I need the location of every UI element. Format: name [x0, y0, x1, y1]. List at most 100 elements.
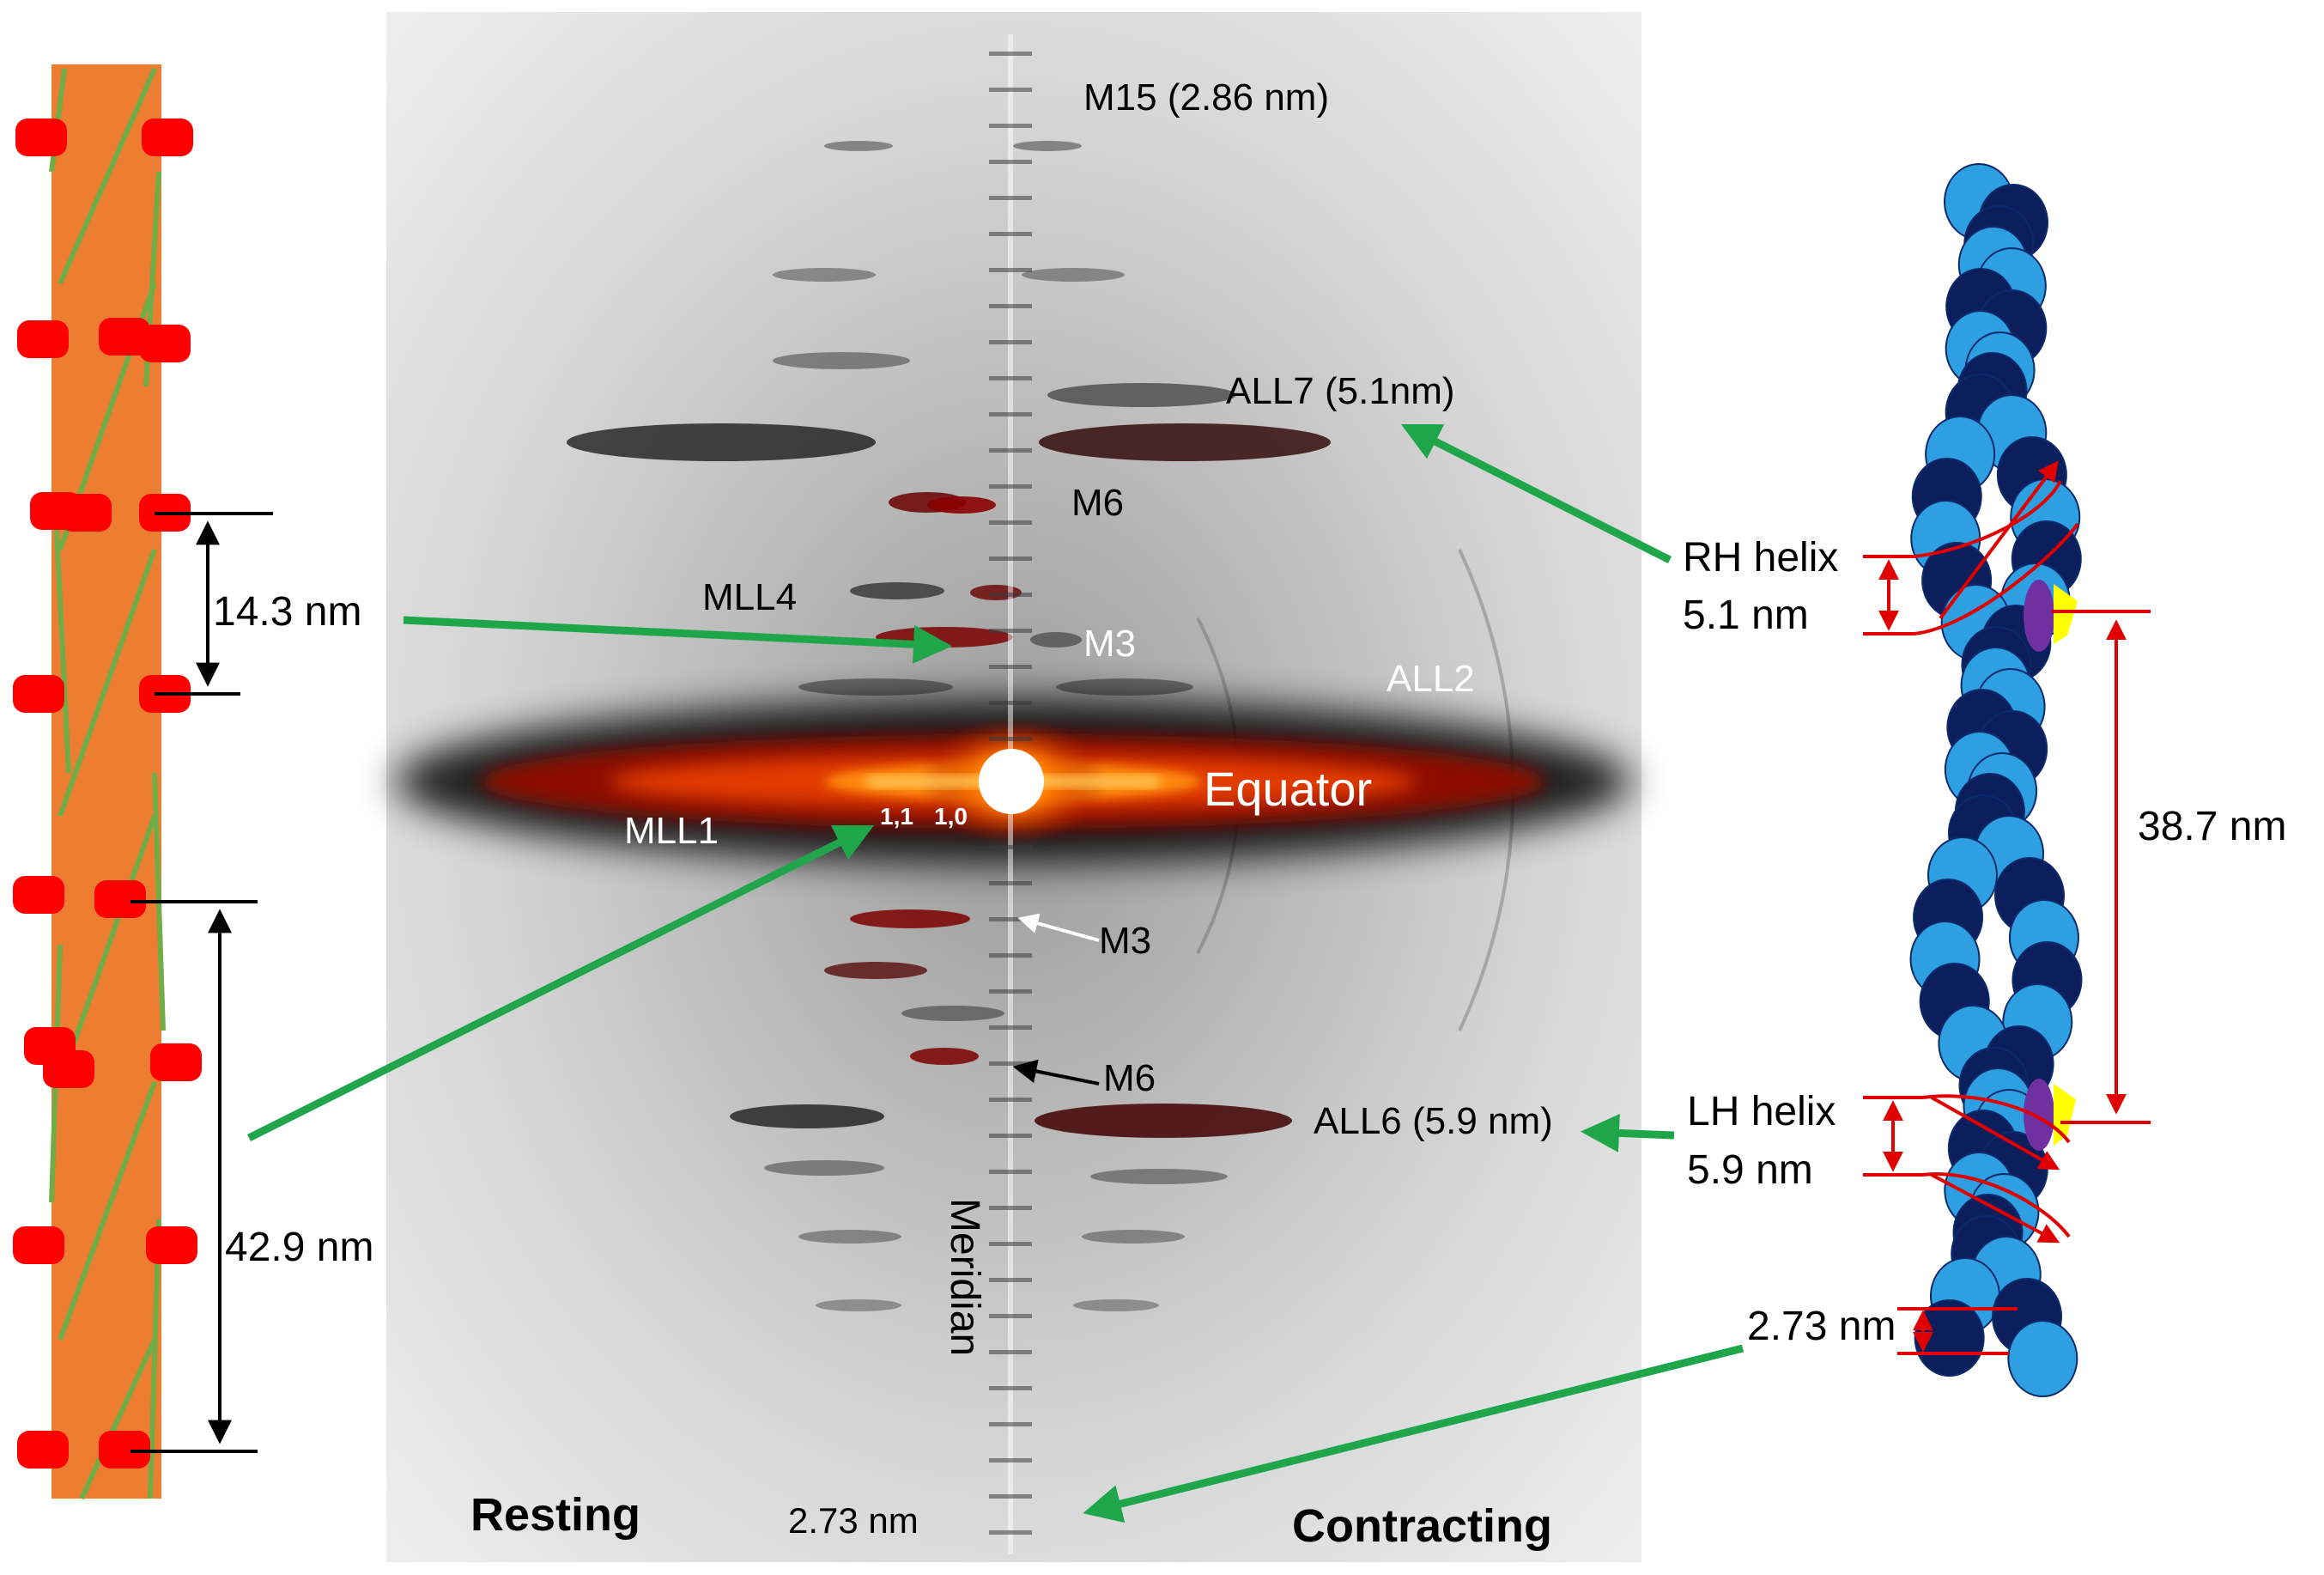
troponin-top	[2024, 580, 2054, 652]
layer-line-streak	[901, 1006, 1004, 1021]
meridian-reflection	[989, 412, 1032, 417]
meridian-reflection	[989, 268, 1032, 272]
arrow-rise-to-bottom	[1083, 1344, 1745, 1523]
myosin-head	[142, 119, 193, 156]
myosin-head	[17, 1431, 69, 1469]
meridian-reflection	[989, 1530, 1032, 1535]
layer-line-streak	[850, 909, 970, 928]
meridian-reflection	[989, 665, 1032, 669]
meridian-reflection	[989, 304, 1032, 308]
meridian-reflection	[989, 737, 1032, 741]
label-rise-2-73: 2.73 nm	[1747, 1304, 1896, 1349]
meridian-reflection	[989, 1098, 1032, 1102]
meridian-reflection	[989, 196, 1032, 200]
label-all7: ALL7 (5.1nm)	[1226, 370, 1455, 412]
meridian-reflections	[989, 52, 1032, 1535]
label-spacing-42-9: 42.9 nm	[225, 1225, 373, 1270]
arrow-14-3-to-m3	[403, 616, 952, 664]
meridian-reflection	[989, 1061, 1032, 1066]
label-resting: Resting	[470, 1489, 640, 1541]
label-rh-helix-value: 5.1 nm	[1683, 593, 1809, 638]
label-mll1: MLL1	[624, 810, 719, 852]
myosin-head	[43, 1050, 94, 1088]
meridian-reflection	[989, 1170, 1032, 1174]
layer-line-streak	[567, 423, 876, 461]
label-mll4: MLL4	[702, 576, 797, 618]
arrow-m3-bottom	[1017, 913, 1100, 942]
layer-line-streak	[1073, 1299, 1159, 1311]
myosin-head	[13, 675, 64, 713]
meridian-reflection	[989, 232, 1032, 236]
actin-monomers	[1909, 163, 2083, 1397]
thick-filament-backbone	[52, 64, 161, 1499]
myosin-head	[13, 1226, 64, 1264]
layer-line-streak	[1035, 1104, 1292, 1138]
layer-line-streak	[730, 1104, 884, 1128]
myosin-head	[150, 1043, 202, 1081]
layer-line-streak	[1022, 268, 1125, 282]
label-equator: Equator	[1204, 762, 1372, 816]
layer-line-streak	[1030, 632, 1082, 648]
meridian-reflection	[989, 340, 1032, 344]
meridian-reflection	[989, 989, 1032, 994]
label-rh-helix-title: RH helix	[1683, 535, 1838, 581]
green-arrows	[246, 423, 1745, 1523]
meridian-reflection	[989, 1025, 1032, 1030]
layer-line-streak	[927, 496, 996, 514]
layer-line-streak	[1090, 1169, 1228, 1184]
repeat-marker	[2052, 610, 2151, 1124]
meridian-reflection	[989, 1278, 1032, 1282]
meridian-reflection	[989, 124, 1032, 128]
meridian-reflection	[989, 701, 1032, 705]
meridian-reflection	[989, 160, 1032, 164]
meridian-reflection	[989, 1134, 1032, 1138]
myosin-head	[94, 880, 146, 918]
arrow-rh-to-all7	[1400, 423, 1672, 564]
layer-line-streak	[798, 678, 953, 696]
label-m15: M15 (2.86 nm)	[1083, 76, 1329, 119]
label-bottom-spacing: 2.73 nm	[788, 1500, 919, 1541]
myosin-head	[146, 1226, 197, 1264]
meridian-reflection	[989, 953, 1032, 958]
meridian-reflection	[989, 520, 1032, 525]
myosin-head	[15, 119, 67, 156]
meridian-reflection	[989, 1422, 1032, 1426]
tropomyosin-tip-top	[2054, 584, 2078, 644]
meridian-reflection	[989, 484, 1032, 489]
layer-line-streak	[824, 141, 893, 151]
meridian-reflection	[989, 1242, 1032, 1246]
label-lh-helix-value: 5.9 nm	[1687, 1147, 1813, 1193]
thick-filament: 14.3 nm 42.9 nm	[13, 64, 373, 1500]
meridian-reflection	[989, 52, 1032, 56]
layer-line-streak	[773, 352, 910, 369]
myosin-head	[17, 320, 69, 358]
layer-line-streak	[1082, 1230, 1185, 1244]
layer-line-streak	[816, 1299, 901, 1311]
layer-line-streak	[850, 582, 944, 599]
layer-line-streak	[1056, 678, 1193, 696]
layer-line-streak	[764, 1160, 884, 1176]
troponin-bottom	[2024, 1079, 2054, 1151]
rise-marker	[1897, 1307, 2018, 1355]
meridian-reflection	[989, 881, 1032, 885]
meridian-reflection	[989, 1314, 1032, 1318]
meridian-reflection	[989, 593, 1032, 597]
meridian-reflection	[989, 629, 1032, 633]
layer-line-streak	[824, 962, 927, 979]
myosin-head	[60, 494, 112, 532]
label-m6-bottom: M6	[1103, 1057, 1156, 1099]
label-all6: ALL6 (5.9 nm)	[1314, 1100, 1553, 1142]
meridian-reflection	[989, 1494, 1032, 1499]
actin-monomer	[1914, 1299, 1985, 1377]
myosin-head	[99, 1431, 150, 1469]
arrow-42-9-to-mll1	[246, 824, 875, 1142]
layer-line-streak	[910, 1048, 979, 1065]
thin-filament: RH helix 5.1 nm 38.7 nm LH helix 5.9 nm …	[1683, 163, 2286, 1397]
myosin-head	[13, 876, 64, 914]
lh-helix-marker	[1863, 1094, 2071, 1244]
label-spacing-14-3: 14.3 nm	[213, 589, 361, 635]
label-m6-top: M6	[1071, 482, 1124, 524]
label-m3-bottom: M3	[1099, 920, 1151, 962]
layer-line-streak	[1039, 423, 1331, 461]
